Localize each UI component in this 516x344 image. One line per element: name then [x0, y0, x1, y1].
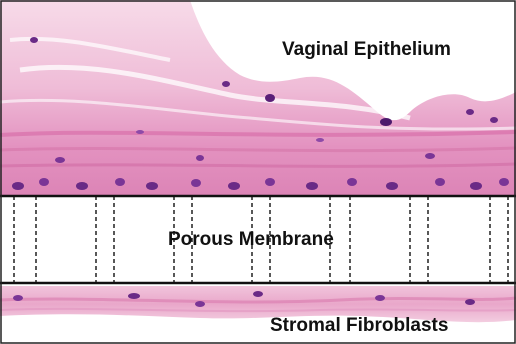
epithelium-label: Vaginal Epithelium — [282, 40, 451, 59]
nucleus — [347, 178, 357, 186]
nucleus — [55, 157, 65, 163]
nucleus — [470, 182, 482, 190]
fibroblast-nucleus — [465, 299, 475, 305]
membrane-label: Porous Membrane — [168, 230, 334, 249]
nucleus — [386, 182, 398, 190]
nucleus — [12, 182, 24, 190]
nucleus — [306, 182, 318, 190]
fibroblast-nucleus — [13, 295, 23, 301]
nucleus — [115, 178, 125, 186]
nucleus — [499, 178, 509, 186]
nucleus — [222, 81, 230, 87]
nucleus — [490, 117, 498, 123]
fibroblast-nucleus — [375, 295, 385, 301]
nucleus — [466, 109, 474, 115]
nucleus — [76, 182, 88, 190]
nucleus — [39, 178, 49, 186]
nucleus — [136, 130, 144, 134]
fibroblasts-label: Stromal Fibroblasts — [270, 316, 448, 335]
nucleus — [316, 138, 324, 142]
nucleus — [146, 182, 158, 190]
nucleus — [191, 179, 201, 187]
fibroblast-nucleus — [195, 301, 205, 307]
nucleus — [380, 118, 392, 126]
fibroblast-nucleus — [128, 293, 140, 299]
nucleus — [435, 178, 445, 186]
nucleus — [425, 153, 435, 159]
nucleus — [265, 178, 275, 186]
nucleus — [30, 37, 38, 43]
nucleus — [228, 182, 240, 190]
fibroblast-nucleus — [253, 291, 263, 297]
nucleus — [265, 94, 275, 102]
nucleus — [196, 155, 204, 161]
epithelium-band — [0, 164, 516, 166]
